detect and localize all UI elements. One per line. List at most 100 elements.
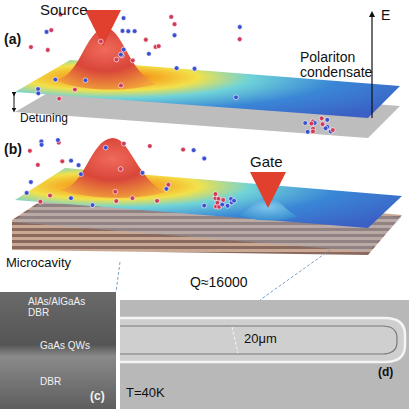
source-hump: [60, 138, 165, 198]
polariton-particle: [191, 148, 196, 153]
layer-label: DBR: [40, 376, 61, 387]
polariton-particle: [303, 121, 308, 126]
polariton-particle: [234, 95, 239, 100]
polariton-particle: [147, 144, 152, 149]
gate-bump: [238, 198, 298, 220]
polariton-particle: [72, 87, 77, 92]
polariton-particle: [155, 198, 160, 203]
polariton-particle: [53, 77, 58, 82]
polariton-particle: [225, 203, 230, 208]
layer-label: AlAs/AlGaAs DBR: [28, 296, 108, 318]
zoom-line: [116, 262, 120, 292]
polariton-particle: [174, 66, 179, 71]
dimension-label: 20μm: [244, 332, 277, 346]
panel-label: (d): [378, 366, 393, 379]
polariton-particle: [130, 58, 135, 63]
polariton-particle: [311, 129, 316, 134]
polariton-particle: [49, 28, 54, 33]
polariton-particle: [132, 29, 137, 34]
polariton-particle: [121, 141, 126, 146]
width-marker: [232, 327, 238, 353]
polariton-particle: [27, 148, 32, 153]
polariton-particle: [83, 78, 88, 83]
microcavity-label: Microcavity: [6, 256, 71, 270]
temperature-label: T=40K: [126, 386, 165, 400]
polariton-particle: [323, 126, 328, 131]
polariton-particle: [237, 25, 242, 30]
polariton-particle: [181, 147, 186, 152]
polariton-particle: [220, 202, 225, 207]
polariton-particle: [79, 172, 84, 177]
polariton-particle: [118, 167, 123, 172]
polariton-particle: [143, 37, 148, 42]
polariton-particle: [45, 48, 50, 53]
polariton-particle: [221, 198, 226, 203]
wire-edge: [120, 326, 397, 354]
panel-label: (c): [90, 390, 105, 403]
polariton-particle: [29, 180, 34, 185]
polariton-particle: [172, 22, 177, 27]
polariton-particle: [121, 16, 126, 21]
polariton-particle: [60, 159, 65, 164]
polariton-particle: [130, 196, 135, 201]
q-factor-label: Q≈16000: [190, 275, 248, 290]
polariton-particle: [39, 142, 44, 147]
wire-outline: [120, 318, 405, 362]
polariton-particle: [172, 33, 177, 38]
layer-label: GaAs QWs: [40, 340, 90, 351]
polariton-particle: [169, 14, 174, 19]
polariton-particle: [325, 117, 330, 122]
detuning-arrow: [14, 94, 15, 110]
polariton-particle: [119, 83, 124, 88]
polariton-particle: [29, 45, 34, 50]
polariton-particle: [146, 51, 151, 56]
polariton-particle: [98, 39, 103, 44]
condensate-label: Polariton condensate: [300, 50, 400, 81]
sem-image: [0, 292, 116, 409]
polariton-particle: [126, 29, 131, 34]
polariton-particle: [57, 96, 62, 101]
polariton-particle: [309, 121, 314, 126]
polariton-particle: [237, 37, 242, 42]
polariton-particle: [44, 30, 49, 35]
polariton-particle: [69, 158, 74, 163]
polariton-particle: [36, 91, 41, 96]
polariton-particle: [90, 203, 95, 208]
polariton-particle: [118, 52, 123, 57]
potential-plane: [15, 168, 402, 228]
polariton-particle: [121, 47, 126, 52]
polariton-particle: [319, 116, 324, 121]
axis-label: E: [381, 8, 390, 23]
panel-label: (b): [4, 142, 22, 157]
microscope-image: [120, 300, 409, 409]
polariton-particle: [38, 199, 43, 204]
zoom-line: [260, 250, 330, 300]
polariton-particle: [213, 192, 218, 197]
polariton-particle: [320, 122, 325, 127]
polariton-particle: [120, 29, 125, 34]
polariton-particle: [202, 203, 207, 208]
polariton-particle: [103, 145, 108, 150]
polariton-particle: [48, 193, 53, 198]
polariton-particle: [232, 198, 237, 203]
polariton-particle: [24, 191, 29, 196]
polariton-particle: [114, 199, 119, 204]
polariton-particle: [202, 156, 207, 161]
polariton-particle: [166, 182, 171, 187]
polariton-particle: [305, 129, 310, 134]
polariton-particle: [56, 138, 61, 143]
detuning-label: Detuning: [20, 112, 68, 125]
polariton-particle: [192, 66, 197, 71]
pump-arrow: [99, 14, 108, 28]
gate-arrow: [264, 172, 273, 190]
source-label: Source: [40, 2, 88, 19]
polariton-particle: [114, 57, 119, 62]
polariton-particle: [140, 170, 145, 175]
source-hump: [55, 28, 155, 90]
gate-label: Gate: [250, 154, 283, 171]
polariton-particle: [330, 128, 335, 133]
polariton-particle: [69, 196, 74, 201]
polariton-particle: [76, 163, 81, 168]
polariton-particle: [35, 162, 40, 167]
polariton-particle: [156, 44, 161, 49]
